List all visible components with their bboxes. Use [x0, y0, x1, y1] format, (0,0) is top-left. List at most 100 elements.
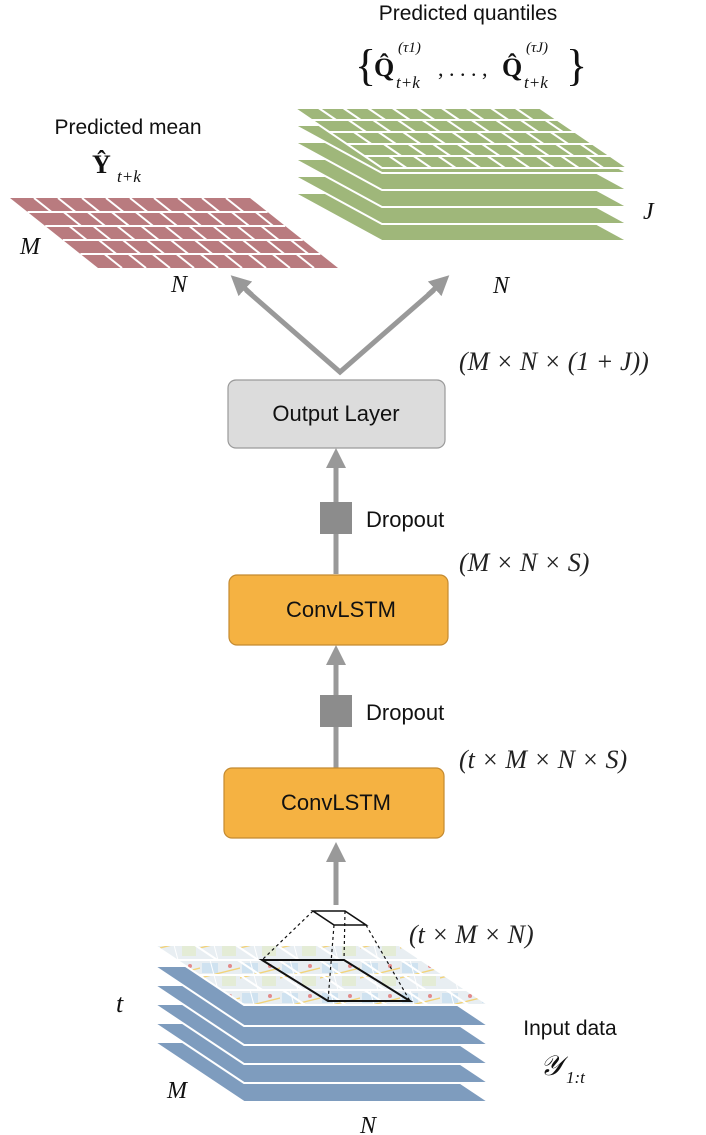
arrow-output-split	[244, 288, 436, 376]
mean-grid-col-line	[212, 225, 232, 241]
mean-grid-col-line	[194, 239, 214, 255]
quantile-top-col-line	[391, 107, 411, 121]
quantile-top-col-line	[550, 131, 569, 145]
quantile-top-col-line	[536, 155, 555, 169]
quantile-top-col-line	[544, 119, 564, 133]
mean-grid-col-line	[81, 197, 101, 213]
quantiles-open-brace: {	[355, 41, 376, 90]
receptive-field-box	[258, 959, 414, 1002]
quantile-top-col-line	[490, 107, 509, 121]
quantile-top-col-line	[407, 143, 427, 157]
quantiles-close-brace: }	[566, 41, 587, 90]
quantile-top-col-line	[465, 107, 485, 121]
input-map-col-line	[400, 959, 425, 976]
quantile-top-col-line	[495, 119, 515, 133]
input-t-label: t	[116, 989, 124, 1018]
quantile-top-col-line	[347, 119, 367, 133]
quantile-top-col-line	[530, 143, 550, 157]
mean-grid-col-line	[182, 211, 202, 227]
mean-grid-col-line	[105, 197, 125, 213]
quantile-top-col-line	[383, 143, 402, 157]
mean-grid-col-line	[153, 197, 173, 213]
arrow-to-mean	[230, 275, 254, 297]
mean-grid-col-line	[225, 197, 245, 213]
mean-grid-col-line	[103, 253, 123, 269]
q-sup-1: (τ1)	[398, 40, 421, 56]
quantile-top-col-line	[481, 143, 501, 157]
quantile-top-layer	[290, 107, 632, 169]
input-N-label: N	[359, 1113, 378, 1135]
input-M-label: M	[166, 1078, 189, 1104]
kernel-output-cell	[310, 910, 369, 926]
mean-grid-col-line	[134, 211, 154, 227]
quantile-top-col-line	[476, 131, 495, 145]
y-symbol: Ŷ	[92, 150, 111, 179]
q-symbol-1: Q̂	[374, 53, 394, 82]
y-sub: t+k	[117, 167, 141, 186]
quantile-top-col-line	[560, 155, 580, 169]
mean-grid-col-line	[254, 211, 274, 227]
quantile-top-col-line	[555, 143, 575, 157]
input-map-col-line	[402, 974, 427, 991]
input-map-col-line	[280, 974, 304, 991]
quantile-top-col-line	[397, 119, 416, 133]
q-sub-1: t+k	[396, 73, 420, 92]
mean-grid-col-line	[242, 239, 262, 255]
quantile-top-col-line	[500, 131, 520, 145]
input-map-col-line	[445, 989, 470, 1006]
mean-M-label: M	[19, 234, 42, 260]
quantile-top-col-line	[388, 155, 408, 169]
mean-grid-col-line	[110, 211, 130, 227]
mean-grid-col-line	[127, 253, 147, 269]
quantile-top-col-line	[525, 131, 545, 145]
input-map-col-line	[404, 989, 429, 1006]
input-map-col-line	[239, 974, 263, 991]
quantile-top-col-line	[451, 131, 471, 145]
mean-grid-col-line	[206, 211, 226, 227]
convlstm-bottom-label: ConvLSTM	[281, 790, 391, 815]
q-sup-J: (τJ)	[526, 40, 548, 56]
input-map-col-line	[361, 974, 386, 991]
output-layer-block: Output Layer	[227, 379, 446, 449]
dropout-label-top: Dropout	[366, 507, 444, 532]
quant-N-label: N	[492, 273, 511, 299]
quantile-top-col-line	[486, 155, 506, 169]
output-layer-label: Output Layer	[272, 401, 399, 426]
quantile-top-col-line	[446, 119, 466, 133]
mean-grid-col-line	[98, 239, 118, 255]
mean-grid-col-line	[164, 225, 184, 241]
mean-grid-col-line	[116, 225, 136, 241]
input-map-col-line	[278, 959, 302, 976]
mean-grid-col-line	[129, 197, 149, 213]
convlstm-top-label: ConvLSTM	[286, 597, 396, 622]
mean-grid-col-line	[223, 253, 243, 269]
mean-grid-col-line	[170, 239, 190, 255]
projection-line	[327, 924, 335, 1002]
mean-grid-col-line	[68, 225, 88, 241]
mean-grid-col-line	[62, 211, 82, 227]
input-map-col-line	[316, 944, 341, 961]
mean-grid-col-line	[266, 239, 286, 255]
quantile-top-col-line	[437, 155, 457, 169]
quantiles-formula: { Q̂ (τ1) t+k , . . . , Q̂ (τJ) t+k }	[355, 40, 587, 92]
convlstm1-dim-label: (t × M × N × S)	[459, 745, 627, 774]
quantile-top-col-line	[421, 119, 441, 133]
predicted-mean-title: Predicted mean	[54, 116, 201, 139]
quantile-top-col-line	[441, 107, 460, 121]
predicted-quantiles-title: Predicted quantiles	[379, 2, 558, 25]
quantile-top-col-line	[579, 143, 599, 157]
quantile-top-col-line	[377, 131, 397, 145]
quantile-top-col-line	[342, 107, 362, 121]
arrow-to-quantiles	[426, 275, 450, 297]
dropout-label-bottom: Dropout	[366, 700, 444, 725]
quantile-top-col-line	[353, 131, 372, 145]
input-map-col-line	[320, 974, 345, 991]
quantile-top-col-line	[462, 155, 481, 169]
mean-grid-col-line	[218, 239, 238, 255]
mean-grid-col-line	[86, 211, 106, 227]
input-map-col-line	[363, 989, 388, 1006]
quantile-top-col-line	[585, 155, 604, 169]
input-symbol: 𝒴	[540, 1051, 569, 1082]
quantile-top-col-line	[511, 155, 531, 169]
